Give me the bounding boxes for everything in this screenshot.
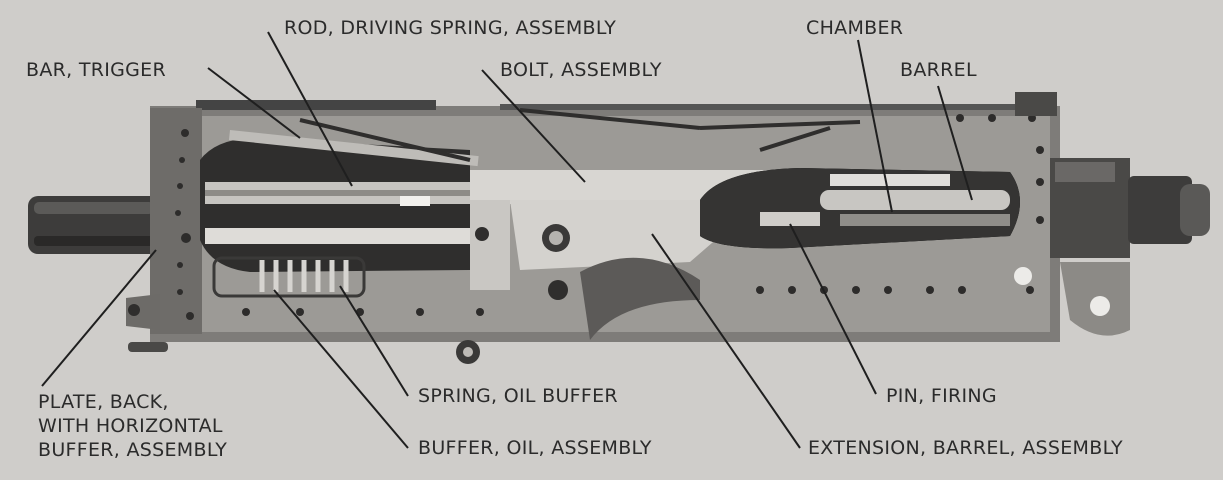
leader-plate-back <box>41 249 157 387</box>
barrel-extension <box>510 200 720 340</box>
label-plate-back-line-3: BUFFER, ASSEMBLY <box>38 439 228 461</box>
label-plate-back: PLATE, BACK, WITH HORIZONTAL BUFFER, ASS… <box>38 390 227 462</box>
label-bolt-assembly: BOLT, ASSEMBLY <box>500 59 662 81</box>
label-extension-barrel-assembly: EXTENSION, BARREL, ASSEMBLY <box>808 437 1123 459</box>
leader-chamber <box>857 39 893 213</box>
bolt-block <box>228 129 800 290</box>
trigger-bar-linkage <box>299 108 861 162</box>
leader-barrel <box>937 85 973 201</box>
back-plate-fittings <box>126 294 480 364</box>
leader-lines <box>41 31 973 449</box>
leader-spring-oil-buffer <box>339 285 409 397</box>
label-buffer-oil-assembly: BUFFER, OIL, ASSEMBLY <box>418 437 652 459</box>
label-plate-back-line-2: WITH HORIZONTAL <box>38 415 223 437</box>
receiver-cavity <box>200 138 475 298</box>
label-spring-oil-buffer: SPRING, OIL BUFFER <box>418 385 618 407</box>
leader-rod-driving-spring <box>267 31 353 187</box>
barrel-chamber-cavity <box>700 168 1020 249</box>
leader-bar-trigger <box>207 67 301 139</box>
barrel <box>1014 92 1210 336</box>
label-plate-back-line-1: PLATE, BACK, <box>38 391 169 413</box>
leader-bolt-assembly <box>481 69 586 183</box>
leader-buffer-oil <box>273 289 409 449</box>
label-barrel: BARREL <box>900 59 977 81</box>
back-plate-buffer-tube <box>28 196 160 254</box>
label-bar-trigger: BAR, TRIGGER <box>26 59 166 81</box>
label-pin-firing: PIN, FIRING <box>886 385 997 407</box>
leader-extension-barrel <box>651 233 801 449</box>
label-rod-driving-spring: ROD, DRIVING SPRING, ASSEMBLY <box>284 17 617 39</box>
leader-pin-firing <box>789 223 877 395</box>
label-chamber: CHAMBER <box>806 17 904 39</box>
